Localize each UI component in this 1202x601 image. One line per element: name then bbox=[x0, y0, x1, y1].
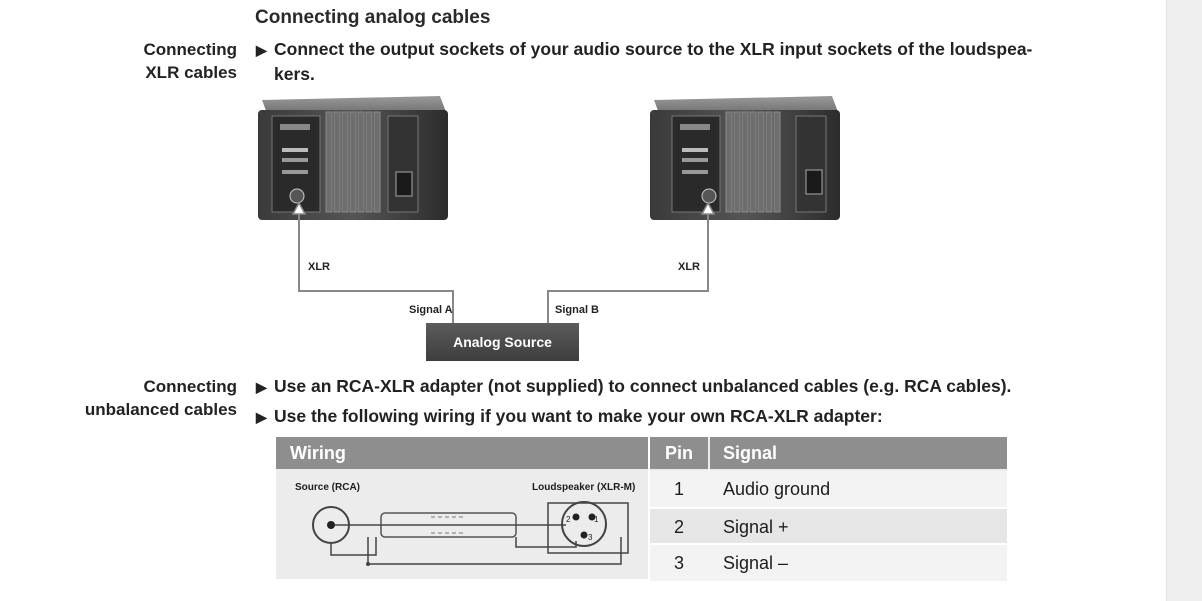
cable-signal-a bbox=[298, 204, 454, 323]
section-title: Connecting analog cables bbox=[255, 7, 491, 28]
xlr-bullet-line1: Connect the output sockets of your audio… bbox=[274, 39, 1033, 59]
row-pin: 1 bbox=[673, 479, 684, 499]
xlr-label-right: XLR bbox=[678, 261, 700, 273]
signal-b-label: Signal B bbox=[555, 304, 600, 316]
row-signal: Signal – bbox=[723, 553, 789, 573]
wiring-schematic bbox=[312, 501, 629, 566]
row-pin: 2 bbox=[673, 517, 684, 537]
bullet-marker-icon: ▶ bbox=[256, 409, 267, 425]
row-pin: 3 bbox=[673, 553, 684, 573]
unbalanced-bullet-1: Use an RCA-XLR adapter (not supplied) to… bbox=[274, 376, 1012, 396]
xlr-label-left: XLR bbox=[308, 261, 330, 273]
xlr-label-line1: Connecting bbox=[143, 40, 238, 59]
arrow-left-icon bbox=[291, 201, 307, 215]
cable-signal-b bbox=[547, 204, 709, 323]
table-row: 3 Signal – bbox=[650, 543, 1007, 581]
analog-source-label: Analog Source bbox=[453, 334, 552, 350]
xlr-bullet-line2: kers. bbox=[274, 64, 315, 84]
xlr-pin-1-label: 1 bbox=[594, 515, 599, 524]
arrow-right-icon bbox=[700, 201, 716, 215]
signal-a-label: Signal A bbox=[409, 304, 453, 316]
unbalanced-bullet-2: Use the following wiring if you want to … bbox=[274, 406, 883, 426]
bullet-marker-icon: ▶ bbox=[256, 42, 267, 58]
scrollbar[interactable] bbox=[1166, 0, 1202, 601]
unbalanced-label-line1: Connecting bbox=[143, 377, 238, 396]
analog-source-box: Analog Source bbox=[426, 323, 579, 361]
bullet-marker-icon: ▶ bbox=[256, 379, 267, 395]
speaker-xlr-label: Loudspeaker (XLR-M) bbox=[532, 482, 636, 493]
left-speaker bbox=[258, 96, 448, 220]
table-row: 2 Signal + bbox=[650, 507, 1007, 545]
unbalanced-label-line2: unbalanced cables bbox=[84, 400, 237, 419]
xlr-bullet: ▶ Connect the output sockets of your audi… bbox=[256, 37, 1056, 86]
header-signal: Signal bbox=[710, 437, 1007, 469]
xlr-side-label: Connecting XLR cables bbox=[100, 38, 238, 84]
row-signal: Audio ground bbox=[723, 479, 831, 499]
connection-diagram bbox=[258, 96, 840, 323]
header-pin: Pin bbox=[650, 437, 708, 469]
wiring-table: Wiring Pin Signal 1 Audio ground 2 Signa… bbox=[276, 437, 1007, 581]
right-speaker bbox=[650, 96, 840, 220]
xlr-pin-3-label: 3 bbox=[588, 533, 593, 542]
xlr-connector-icon bbox=[561, 501, 607, 547]
xlr-pin-2-label: 2 bbox=[566, 515, 571, 524]
table-row: 1 Audio ground bbox=[650, 471, 1007, 507]
source-rca-label: Source (RCA) bbox=[295, 482, 361, 493]
xlr-label-line2: XLR cables bbox=[145, 63, 237, 82]
row-signal: Signal + bbox=[723, 517, 789, 537]
unbalanced-bullets: ▶ Use an RCA-XLR adapter (not supplied) t… bbox=[256, 374, 1076, 429]
unbalanced-side-label: Connecting unbalanced cables bbox=[60, 375, 237, 421]
header-wiring: Wiring bbox=[276, 437, 648, 469]
